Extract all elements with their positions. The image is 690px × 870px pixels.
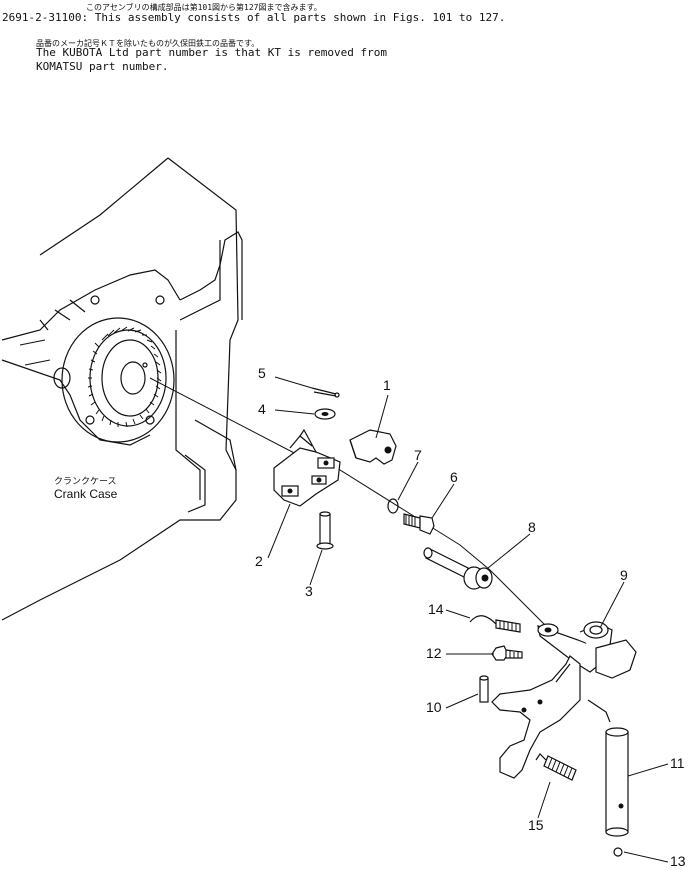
part-8-shaft <box>423 547 493 590</box>
crank-case-label-jp: クランクケース <box>54 476 117 486</box>
callout-3: 3 <box>305 583 313 599</box>
part-1-cam <box>349 429 397 465</box>
callout-11: 11 <box>670 755 685 771</box>
part-5-cotter-pin <box>311 387 340 398</box>
header-line3-en: KOMATSU part number. <box>36 60 169 73</box>
part-11-rod <box>605 727 629 837</box>
part-6-bolt <box>403 513 435 535</box>
callout-1: 1 <box>383 377 391 393</box>
leader-lines <box>267 376 669 863</box>
part-14-spring <box>469 615 521 633</box>
crank-case-label-en: Crank Case <box>54 487 118 501</box>
callout-10: 10 <box>426 699 442 715</box>
header-line2-jp: 品番のメーカ記号ＫＴを除いたものが久保田鉄工の品番です。 <box>36 39 260 48</box>
callout-9: 9 <box>620 567 628 583</box>
header-line1-en: 2691-2-31100: This assembly consists of … <box>2 11 506 24</box>
crank-case <box>1 157 243 621</box>
part-3-pin <box>316 511 334 550</box>
callout-8: 8 <box>528 519 536 535</box>
callout-7: 7 <box>414 447 422 463</box>
callout-15: 15 <box>528 817 544 833</box>
part-2-bracket <box>273 428 341 507</box>
part-7-snap-ring <box>387 498 399 514</box>
callout-14: 14 <box>428 601 444 617</box>
header-line1-jp: このアセンブリの構成部品は第101図から第127図まで含みます。 <box>86 3 322 12</box>
part-9-lever <box>491 621 637 779</box>
callout-2: 2 <box>255 553 263 569</box>
part-10-pin <box>479 675 489 703</box>
header-line2-en: The KUBOTA Ltd part number is that KT is… <box>36 46 387 59</box>
callout-12: 12 <box>426 645 442 661</box>
part-12-bolt <box>491 645 523 661</box>
callout-5: 5 <box>258 365 266 381</box>
callout-13: 13 <box>670 853 686 869</box>
callout-4: 4 <box>258 401 266 417</box>
part-13-ring <box>613 847 623 857</box>
part-4-washer <box>314 408 336 420</box>
part-15-spring <box>535 753 577 781</box>
callout-6: 6 <box>450 469 458 485</box>
gear <box>61 317 175 443</box>
